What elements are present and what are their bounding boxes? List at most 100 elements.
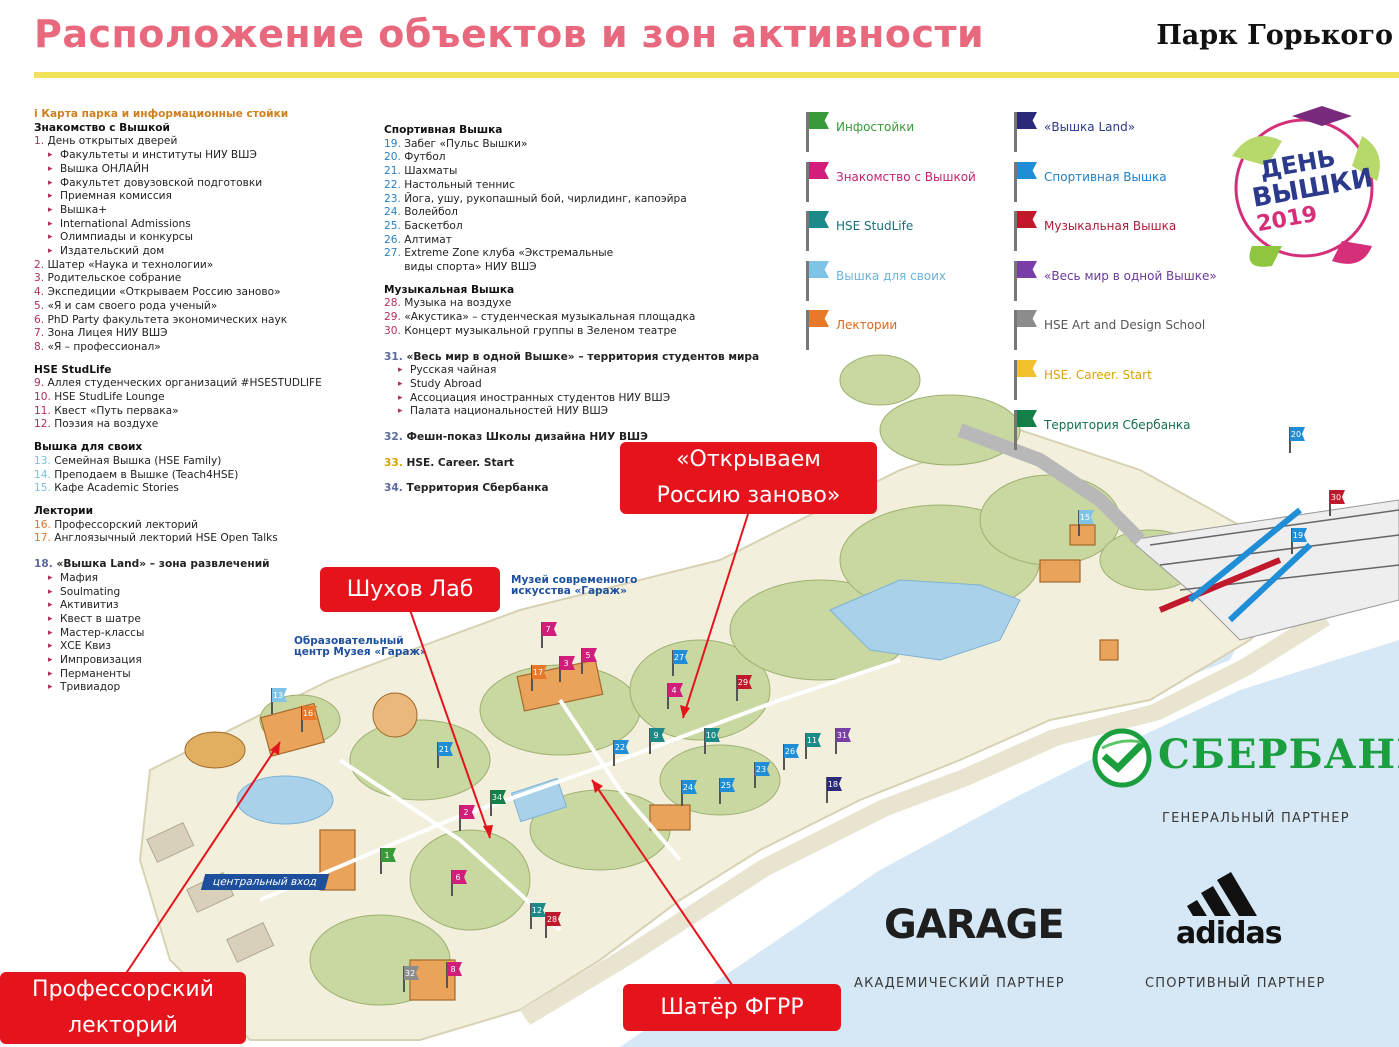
section-heading: Вышка для своих	[34, 441, 143, 454]
legend-item: 23. Йога, ушу, рукопашный бой, чирлидинг…	[384, 193, 759, 207]
legend-item-label: PhD Party факультета экономических наук	[44, 313, 288, 326]
legend-subitem: Активитиз	[34, 599, 322, 613]
map-flag-number: 4	[671, 686, 676, 695]
flag-pole-icon	[1014, 410, 1017, 450]
legend-item-number: 30.	[384, 324, 401, 337]
map-flag-number: 22	[615, 743, 625, 752]
map-flag-4: 4	[667, 683, 683, 709]
category-flag-icon	[1017, 211, 1037, 228]
legend-item: 13. Семейная Вышка (HSE Family)	[34, 455, 322, 469]
category-flag-icon	[1017, 112, 1037, 129]
legend-item: 5. «Я и сам своего рода ученый»	[34, 300, 322, 314]
legend-item: 32. Фешн-показ Школы дизайна НИУ ВШЭ	[384, 431, 759, 445]
legend-item: 31. «Весь мир в одной Вышке» – территори…	[384, 351, 759, 365]
legend-item-label: Шатер «Наука и технологии»	[44, 258, 214, 271]
legend-item: 27. Extreme Zone клуба «Экстремальные	[384, 247, 759, 261]
map-flag-cloth	[438, 742, 453, 756]
legend-item-number: 2.	[34, 258, 45, 271]
map-flag-number: 20	[1291, 430, 1301, 439]
map-flag-cloth	[532, 665, 547, 679]
map-flag-cloth	[404, 966, 419, 980]
map-flag-cloth	[784, 744, 799, 758]
legend-item-label: Йога, ушу, рукопашный бой, чирлидинг, ка…	[400, 192, 687, 205]
section-heading: Музыкальная Вышка	[384, 283, 515, 296]
map-flag-number: 15	[1080, 513, 1090, 522]
legend-item: 17. Англоязычный лекторий HSE Open Talks	[34, 532, 322, 546]
flag-pole-icon	[1014, 112, 1017, 152]
legend-item-label: «Я – профессионал»	[44, 340, 161, 353]
section-heading: Лектории	[34, 504, 94, 517]
map-flag-number: 34	[492, 793, 502, 802]
map-flag-number: 12	[532, 906, 542, 915]
flag-pole-icon	[1014, 261, 1017, 301]
map-flag-cloth	[302, 706, 317, 720]
map-flag-number: 29	[738, 678, 748, 687]
garage-logo: GARAGE	[884, 902, 1065, 948]
legend-item-label: Квест «Путь первака»	[50, 404, 179, 417]
legend-item-number: 32.	[384, 431, 403, 444]
map-flag-3: 3	[559, 656, 575, 682]
legend-item-label: Преподаем в Вышке (Teach4HSE)	[50, 468, 239, 481]
legend-item: 18. «Вышка Land» – зона развлечений	[34, 558, 322, 572]
legend-subitem: Квест в шатре	[34, 613, 322, 627]
map-flag-number: 30	[1331, 493, 1341, 502]
krymsky-bridge	[1128, 499, 1399, 641]
adidas-logo-icon	[1187, 872, 1257, 916]
map-flag-cloth	[836, 728, 851, 742]
map-flag-number: 2	[463, 808, 468, 817]
legend-item-number: 15.	[34, 482, 51, 495]
category-label: Инфостойки	[836, 120, 915, 134]
legend-item: 24. Волейбол	[384, 206, 759, 220]
legend-item: 4. Экспедиции «Открываем Россию заново»	[34, 286, 322, 300]
legend-item: 34. Территория Сбербанка	[384, 482, 759, 496]
category-flag-icon	[1017, 261, 1037, 278]
header-divider	[34, 72, 1399, 78]
map-flag-number: 25	[721, 781, 731, 790]
map-flag-number: 17	[533, 668, 543, 677]
map-flag-number: 5	[585, 651, 590, 660]
category-flag-icon	[809, 261, 829, 278]
map-flag-cloth	[705, 728, 720, 742]
legend-item-label: Экспедиции «Открываем Россию заново»	[44, 286, 281, 299]
legend-item-number: 12.	[34, 418, 51, 431]
legend-subitem: International Admissions	[34, 218, 322, 232]
park-map	[138, 354, 1399, 1047]
legend-item-number: 10.	[34, 391, 51, 404]
legend-item: 22. Настольный теннис	[384, 179, 759, 193]
legend-item-number: 9.	[34, 377, 45, 390]
legend-item-label: «Вышка Land» – зона развлечений	[52, 558, 270, 571]
legend-item: 10. HSE StudLife Lounge	[34, 391, 322, 405]
legend-item: 2. Шатер «Наука и технологии»	[34, 259, 322, 273]
map-flag-9: 9	[649, 728, 665, 754]
legend-item-number: 26.	[384, 233, 401, 246]
legend-item: 9. Аллея студенческих организаций #HSEST…	[34, 377, 322, 391]
legend-subitem: Палата национальностей НИУ ВШЭ	[384, 405, 759, 419]
legend-item-label: Шахматы	[400, 165, 458, 178]
map-flag-6: 6	[451, 870, 467, 896]
sberbank-name: СБЕРБАНК	[1158, 731, 1399, 778]
legend-item-label: Аллея студенческих организаций #HSESTUDL…	[44, 377, 322, 390]
map-flag-number: 28	[547, 915, 557, 924]
legend-subitem: Тривиадор	[34, 681, 322, 695]
legend-item: 11. Квест «Путь первака»	[34, 405, 322, 419]
map-flag-number: 10	[706, 731, 716, 740]
map-flag-number: 18	[828, 780, 838, 789]
legend-item-number: 3.	[34, 272, 45, 285]
map-flag-cloth	[582, 648, 597, 662]
legend-item-number: 13.	[34, 454, 51, 467]
map-flag-12: 12	[530, 903, 546, 929]
section-heading: Спортивная Вышка	[384, 124, 503, 136]
map-flag-number: 8	[450, 965, 455, 974]
legend-item-label: День открытых дверей	[44, 135, 178, 148]
legend-item-number: 6.	[34, 313, 45, 326]
legend-item-label: HSE. Career. Start	[402, 456, 514, 469]
legend-subitem: Приемная комиссия	[34, 190, 322, 204]
category-label: Музыкальная Вышка	[1044, 219, 1177, 233]
square-fountain	[510, 777, 568, 823]
legend-subitem: Soulmating	[34, 586, 322, 600]
map-flag-cloth	[1290, 427, 1305, 441]
legend-item-number: 22.	[384, 178, 401, 191]
category-flag-icon	[1017, 410, 1037, 427]
category-label: Территория Сбербанка	[1044, 418, 1191, 432]
category-flag-icon	[809, 211, 829, 228]
